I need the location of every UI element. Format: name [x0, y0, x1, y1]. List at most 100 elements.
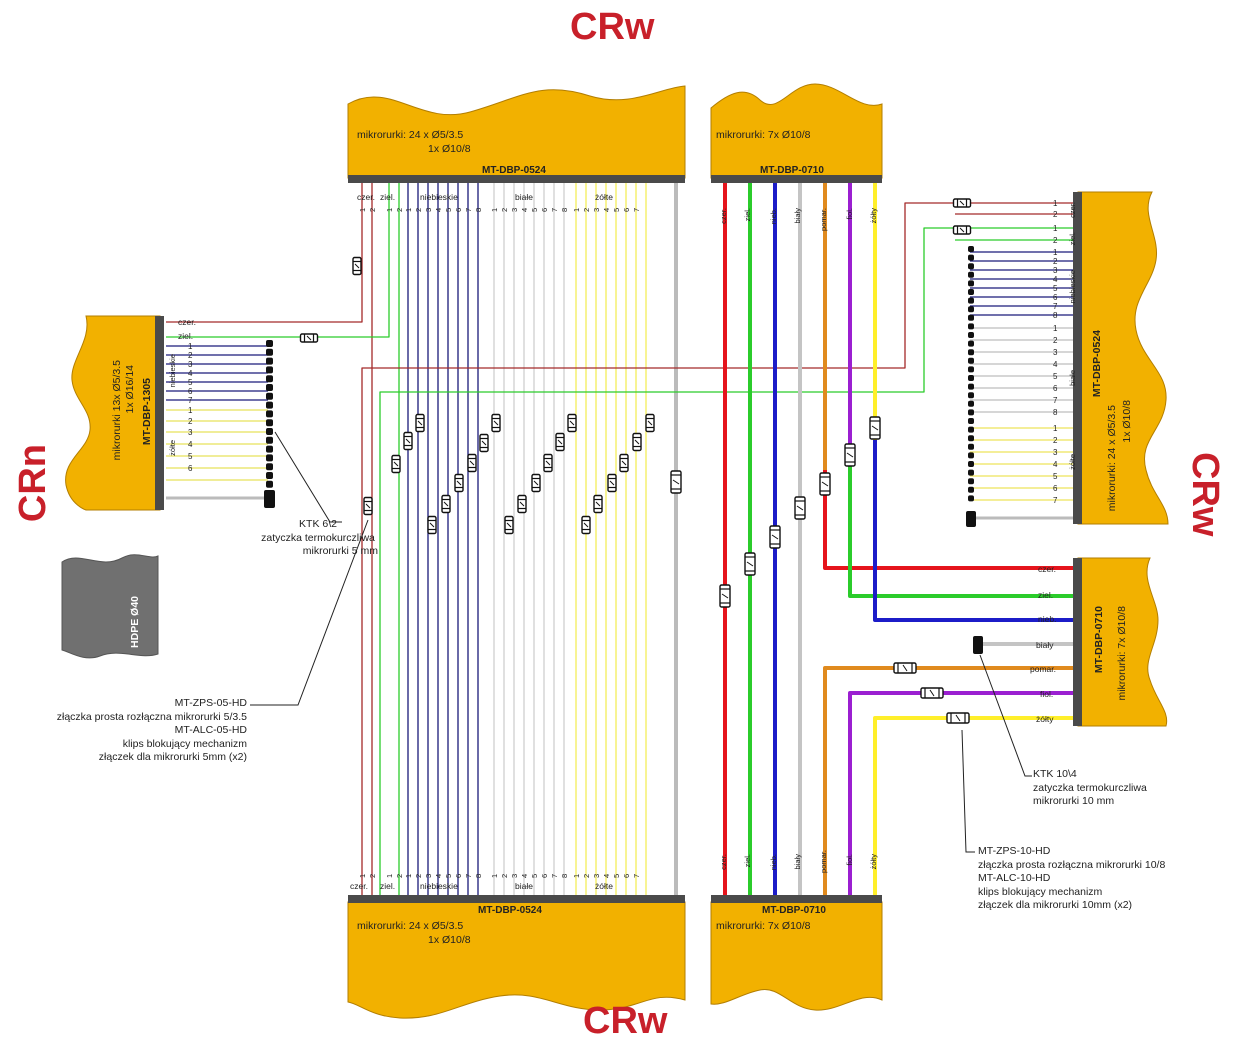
tube-number-right: 7: [1053, 302, 1058, 311]
annotation-ktk104-line3: mikrorurki 10 mm: [1033, 795, 1115, 807]
group-label-niebieskie-right: niebieskie: [1068, 270, 1077, 304]
end-cap-icon: [968, 375, 974, 381]
tube-number-top: 4: [602, 208, 611, 212]
tube-number-left: 5: [188, 452, 193, 461]
end-cap-icon: [968, 254, 974, 261]
coupler-mark: [821, 481, 829, 487]
coupler-mark: [519, 501, 525, 507]
coupler-mark: [871, 425, 879, 431]
coupler-icon: [632, 432, 642, 452]
end-cap-icon: [266, 480, 273, 488]
coupler-mark: [846, 452, 854, 458]
group-label-czer-bottom: czer.: [350, 881, 368, 891]
coupler-mark: [595, 501, 601, 507]
bundle-bottom-big: [347, 901, 686, 1019]
tube-number-right: 2: [1053, 436, 1058, 445]
annotation-zps10: MT-ZPS-10-HD złączka prosta rozłączna mi…: [978, 845, 1165, 913]
connectors-layer: [264, 198, 983, 724]
tube-number-left: 1: [188, 342, 193, 351]
tube-number-right: 4: [1053, 360, 1058, 369]
end-cap-icon: [266, 340, 273, 347]
group-label-zolte-left: żółte: [168, 440, 177, 456]
vcolor-bottom-czer: czer.: [719, 854, 728, 870]
tube-number-top: 2: [395, 208, 404, 212]
coupler-mark: [672, 479, 680, 485]
end-cap-icon: [968, 435, 974, 442]
bundle-left: [65, 315, 161, 511]
tube-number-top: 8: [474, 208, 483, 212]
vcolor-bottom-nieb: nieb.: [769, 854, 778, 871]
tube-number-bottom: 3: [510, 874, 519, 878]
end-cap-icon: [968, 297, 974, 304]
tube-number-top: 5: [530, 208, 539, 212]
right-big-bundle-line2: 1x Ø10/8: [1121, 400, 1133, 443]
tube-10-blue-to-right: [873, 440, 1073, 622]
coupler-icon: [819, 472, 831, 496]
tube-number-left: 6: [188, 387, 193, 396]
coupler-icon: [744, 552, 756, 576]
end-cap-icon: [968, 383, 974, 390]
color-label-ziel: ziel.: [1038, 590, 1054, 600]
coupler-icon: [844, 443, 856, 467]
tube-number-top: 7: [550, 208, 559, 212]
coupler-icon: [467, 453, 477, 473]
bundle-left-bar: [155, 316, 164, 510]
tube-number-bottom: 2: [395, 874, 404, 878]
microtube-lines-layer: [166, 183, 1073, 895]
tube-number-right: 5: [1053, 284, 1058, 293]
annotation-ktk104: KTK 10\4 zatyczka termokurczliwa mikroru…: [1033, 768, 1147, 809]
top-small-bundle-code: MT-DBP-0710: [760, 165, 824, 176]
tube-number-left: 2: [188, 351, 193, 360]
tube-number-bottom: 6: [454, 874, 463, 878]
annotation-ktk62-line1: KTK 6\2: [299, 518, 337, 530]
end-cap-icon: [266, 357, 273, 365]
annotation-zps05: MT-ZPS-05-HD złączka prosta rozłączna mi…: [0, 697, 247, 765]
coupler-mark: [647, 420, 653, 426]
bundle-right-big-bar: [1073, 192, 1082, 524]
end-cap-icon: [266, 366, 273, 374]
tube-number-top: 4: [434, 208, 443, 212]
left-bundle-line1: mikrorurki 13x Ø5/3.5: [111, 360, 123, 461]
tube-number-bottom: 4: [520, 874, 529, 878]
side-label-left: CRn: [12, 444, 54, 523]
tube-number-top: 6: [540, 208, 549, 212]
coupler-icon: [403, 431, 413, 451]
group-label-ziel-right: ziel.: [1068, 232, 1077, 246]
coupler-mark: [405, 438, 411, 444]
end-cap-icon: [968, 478, 974, 485]
annotation-zps10-line5: złączek dla mikrorurki 10mm (x2): [978, 899, 1133, 911]
tube-number-right: 3: [1053, 266, 1058, 275]
group-label-ziel-top: ziel.: [380, 192, 396, 202]
end-cap-icon: [968, 340, 974, 347]
coupler-icon: [352, 256, 362, 276]
coupler-icon: [441, 494, 451, 514]
coupler-mark: [493, 420, 499, 426]
tube-number-top: 8: [560, 208, 569, 212]
tube-number-top: 1: [490, 208, 499, 212]
coupler-mark: [796, 505, 804, 511]
group-label-niebieskie-bottom: niebieskie: [420, 881, 458, 891]
annotation-ktk62: KTK 6\2 zatyczka termokurczliwa mikrorur…: [258, 518, 378, 559]
vcolor-top-ziel: ziel.: [743, 208, 752, 222]
annotation-ktk62-line2: zatyczka termokurczliwa: [261, 531, 375, 544]
end-cap-icon: [968, 271, 974, 278]
coupler-icon: [491, 413, 501, 433]
leader-zps05: [250, 519, 369, 706]
end-cap-icon: [968, 418, 974, 424]
annotation-zps05-line1: MT-ZPS-05-HD: [174, 697, 247, 709]
end-cap-icon: [973, 636, 983, 654]
coupler-icon: [581, 515, 591, 535]
tube-number-right: 4: [1053, 460, 1058, 469]
coupler-mark: [902, 664, 908, 672]
coupler-mark: [634, 439, 640, 445]
coupler-mark: [959, 200, 965, 206]
end-cap-icon: [968, 263, 974, 270]
coupler-mark: [393, 461, 399, 467]
bundle-bottom-small-bar: [711, 895, 882, 903]
tube-number-top: 6: [454, 208, 463, 212]
vcolor-top-czer: czer.: [719, 208, 728, 224]
tube-10-orange-from-bottom: [823, 666, 1073, 895]
coupler-mark: [469, 460, 475, 466]
end-cap-icon: [266, 472, 273, 479]
tube-number-right: 3: [1053, 448, 1058, 457]
